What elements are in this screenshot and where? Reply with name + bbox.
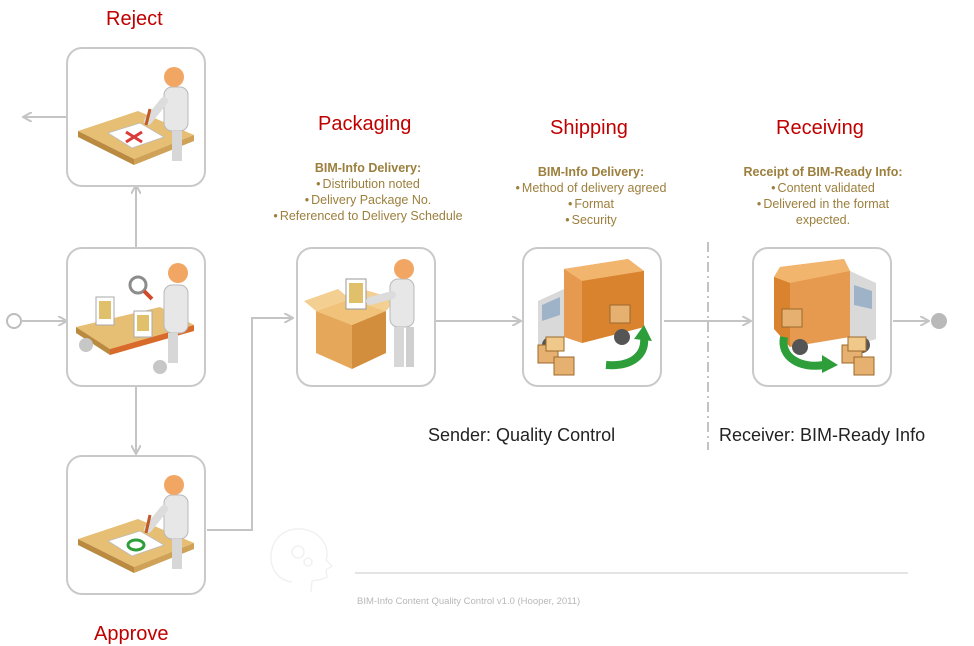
- start-node: [6, 313, 22, 329]
- receiving-info-heading: Receipt of BIM-Ready Info:: [743, 165, 903, 179]
- packaging-info-item: Referenced to Delivery Schedule: [258, 208, 478, 224]
- sender-caption: Sender: Quality Control: [428, 425, 616, 445]
- receiving-title: Receiving: [776, 117, 864, 139]
- truck-unloading-icon: [774, 259, 876, 376]
- packaging-info: BIM-Info Delivery: Distribution noted De…: [258, 160, 478, 224]
- reject-step: [66, 47, 206, 187]
- receiver-caption: Receiver: BIM-Ready Info: [719, 425, 926, 445]
- packaging-info-item: Delivery Package No.: [258, 192, 478, 208]
- end-node: [931, 313, 947, 329]
- shipping-title: Shipping: [550, 117, 628, 139]
- shipping-info: BIM-Info Delivery: Method of delivery ag…: [496, 164, 686, 228]
- receiving-info-item: Delivered in the format: [718, 196, 928, 212]
- packaging-step: [296, 247, 436, 387]
- person-inspecting-conveyor-icon: [76, 263, 194, 374]
- shipping-step: [522, 247, 662, 387]
- approve-step: [66, 455, 206, 595]
- person-rejecting-document-icon: [78, 67, 194, 165]
- receiving-info-item: expected.: [795, 213, 851, 227]
- shipping-info-item: Method of delivery agreed: [496, 180, 686, 196]
- approve-to-packaging-arrow: [207, 318, 292, 531]
- reject-title: Reject: [106, 8, 163, 30]
- truck-loading-icon: [537, 259, 652, 376]
- receiving-info-item: Content validated: [718, 180, 928, 196]
- packaging-info-heading: BIM-Info Delivery:: [314, 161, 422, 175]
- person-approving-document-icon: [78, 475, 194, 573]
- packaging-info-item: Distribution noted: [258, 176, 478, 192]
- shipping-info-item: Format: [496, 196, 686, 212]
- packaging-title: Packaging: [318, 113, 412, 135]
- receiving-step: [752, 247, 892, 387]
- shipping-info-heading: BIM-Info Delivery:: [537, 165, 645, 179]
- footer-credit: BIM-Info Content Quality Control v1.0 (H…: [357, 596, 581, 607]
- approve-title: Approve: [94, 623, 169, 645]
- shipping-info-item: Security: [496, 212, 686, 228]
- receiving-info: Receipt of BIM-Ready Info: Content valid…: [718, 164, 928, 228]
- head-watermark: [270, 528, 334, 593]
- inspection-step: [66, 247, 206, 387]
- person-packing-box-icon: [304, 259, 415, 369]
